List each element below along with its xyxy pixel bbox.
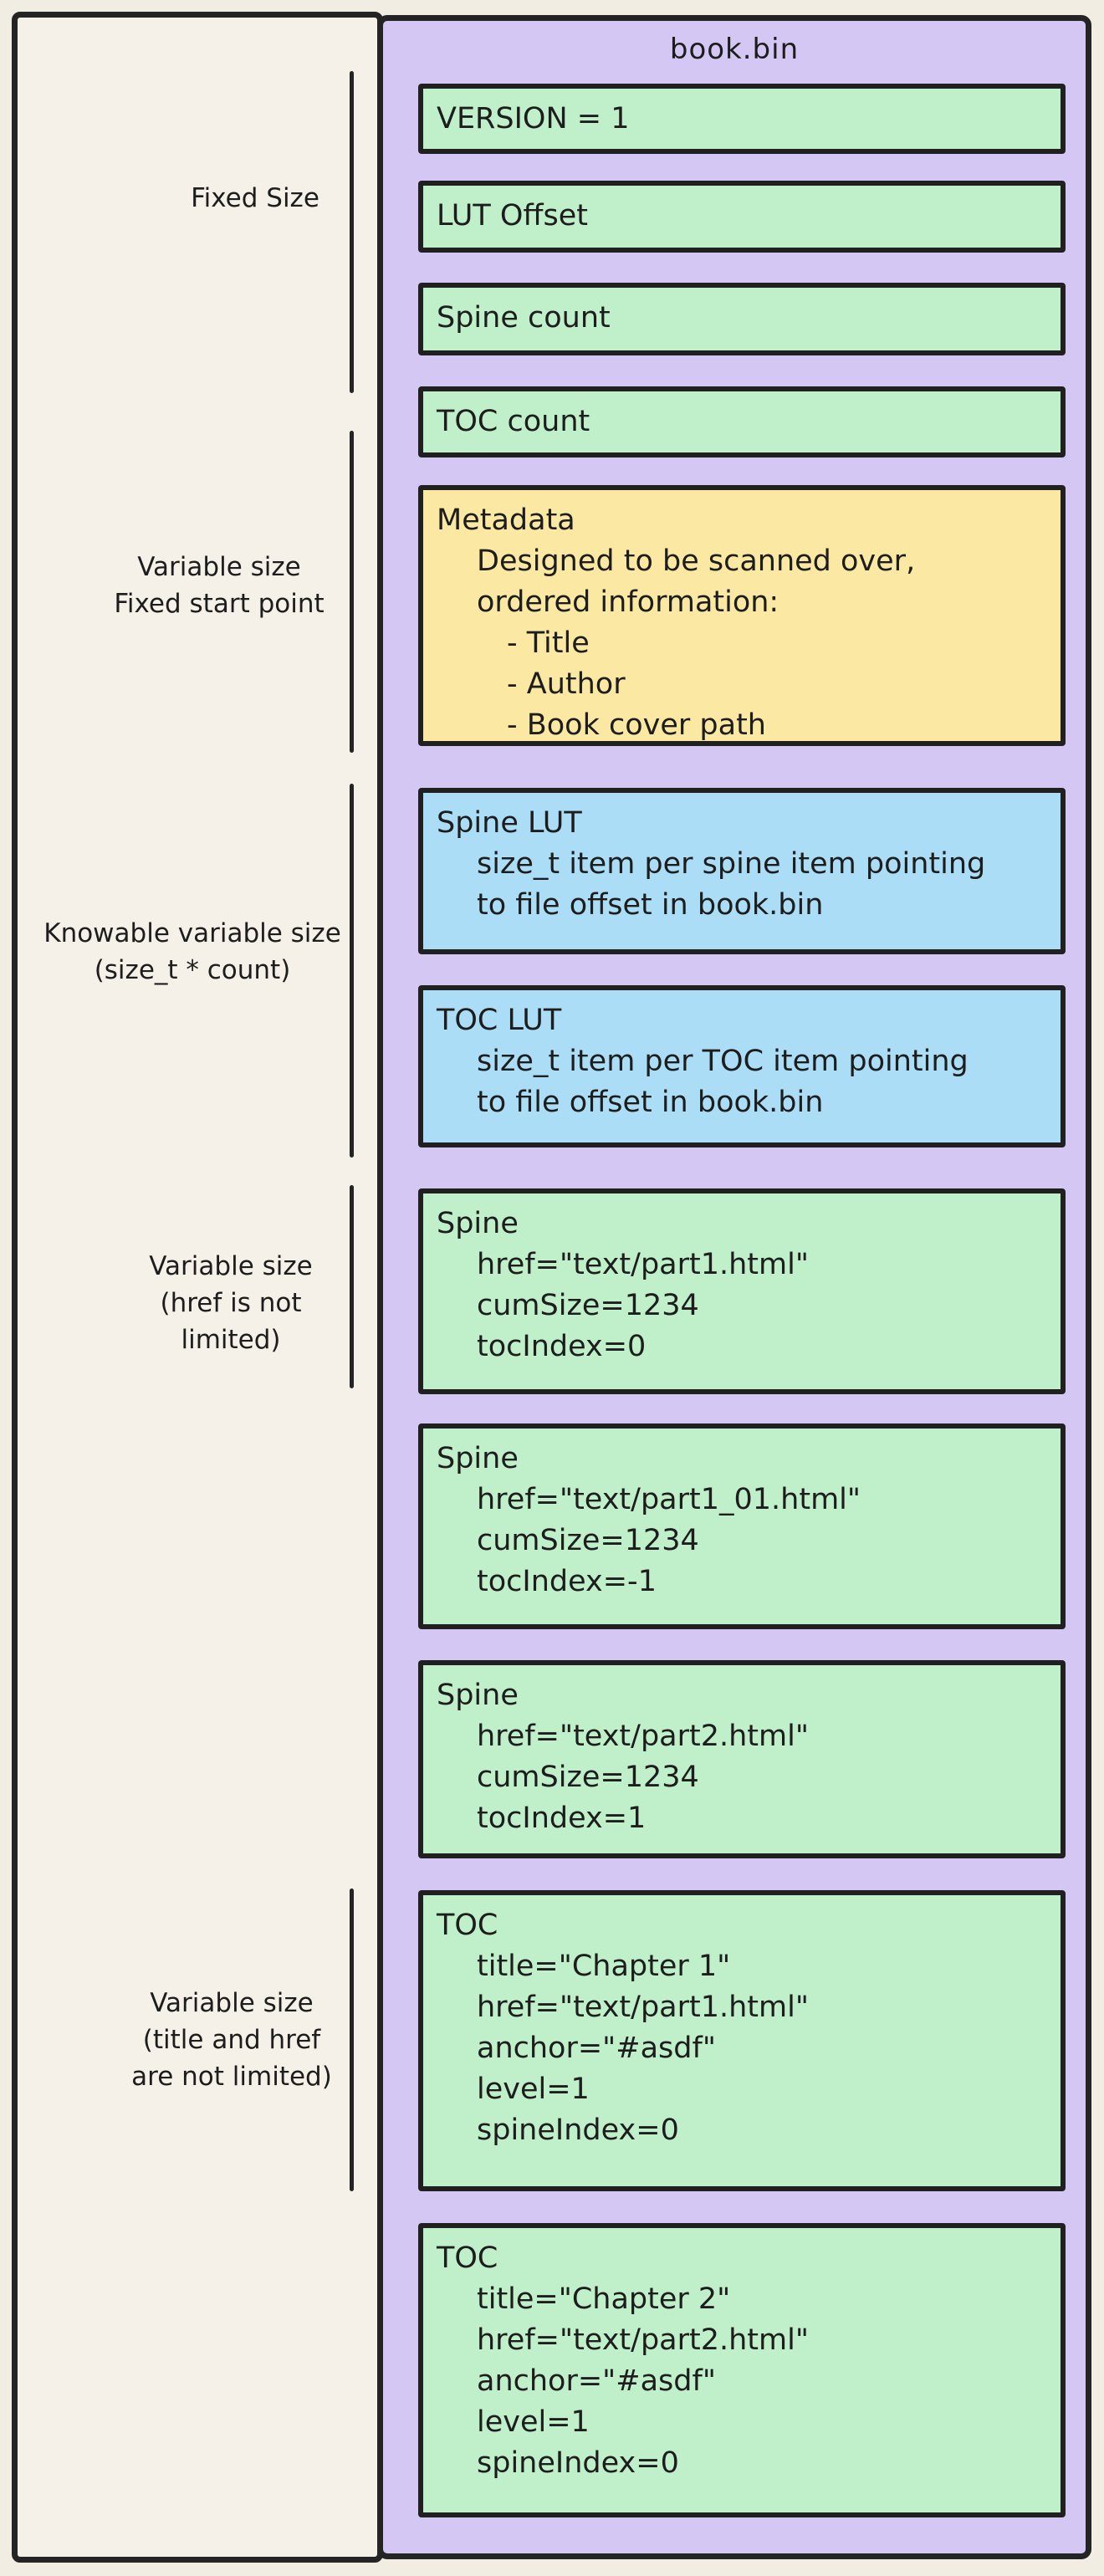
file-title: book.bin	[669, 33, 800, 66]
field-text-line: Spine	[437, 1442, 519, 1475]
spine-count-field-box: Spine count	[418, 283, 1066, 355]
section-label-line: Variable size	[149, 1251, 313, 1281]
field-text-line: ordered information:	[477, 585, 779, 619]
spine-record-3-box: Spine href="text/part2.html" cumSize=1234 t…	[418, 1660, 1066, 1858]
field-text-line: size_t item per TOC item pointing	[477, 1045, 969, 1078]
field-text-line: Designed to be scanned over,	[477, 544, 916, 578]
section-label-line: Fixed start point	[114, 589, 325, 619]
field-text-line: TOC	[437, 2241, 498, 2275]
field-text-line: tocIndex=0	[477, 1330, 647, 1363]
spine-record-2-box: Spine href="text/part1_01.html" cumSize=12…	[418, 1423, 1066, 1629]
field-text-line: size_t item per spine item pointing	[477, 847, 986, 881]
section-label-knowable-variable-size: Knowable variable size (size_t * count)	[43, 915, 341, 989]
toc-lut-field-box: TOC LUT size_t item per TOC item pointing…	[418, 985, 1066, 1147]
toc-count-field-box: TOC count	[418, 386, 1066, 457]
section-label-variable-size-href: Variable size (href is not limited)	[149, 1248, 312, 1358]
size-annotation-panel	[12, 12, 383, 2563]
field-text-line: title="Chapter 2"	[477, 2282, 731, 2316]
section-label-line: Fixed Size	[191, 183, 319, 213]
section-bracket-variable-size-href	[350, 1185, 354, 1388]
field-text-line: VERSION = 1	[437, 102, 630, 135]
section-label-line: Variable size	[137, 552, 301, 582]
field-text-line: cumSize=1234	[477, 1524, 699, 1557]
spine-lut-field-box: Spine LUT size_t item per spine item poin…	[418, 788, 1066, 954]
section-bracket-variable-size-title-href	[350, 1889, 354, 2191]
lut-offset-field-box: LUT Offset	[418, 181, 1066, 253]
field-text-line: href="text/part1.html"	[477, 1991, 809, 2024]
section-bracket-knowable-variable-size	[350, 784, 354, 1158]
field-text-line: href="text/part1.html"	[477, 1248, 809, 1281]
field-text-line: TOC LUT	[437, 1004, 562, 1037]
field-text-line: Metadata	[437, 503, 575, 537]
field-text-line: anchor="#asdf"	[477, 2032, 716, 2065]
section-label-fixed-size: Fixed Size	[191, 180, 319, 217]
field-text-line: - Book cover path	[507, 708, 766, 742]
field-text-line: href="text/part2.html"	[477, 2323, 809, 2357]
section-bracket-fixed-size	[350, 71, 354, 393]
field-text-line: spineIndex=0	[477, 2446, 679, 2480]
field-text-line: to file offset in book.bin	[477, 1086, 824, 1119]
field-text-line: - Title	[507, 626, 590, 660]
section-label-line: limited)	[181, 1325, 281, 1355]
field-text-line: title="Chapter 1"	[477, 1950, 731, 1983]
field-text-line: Spine count	[437, 301, 611, 335]
field-text-line: - Author	[507, 667, 626, 701]
field-text-line: Spine	[437, 1207, 519, 1240]
field-text-line: LUT Offset	[437, 199, 589, 233]
field-text-line: TOC count	[437, 405, 590, 438]
field-text-line: level=1	[477, 2073, 590, 2106]
field-text-line: cumSize=1234	[477, 1289, 699, 1322]
spine-record-1-box: Spine href="text/part1.html" cumSize=1234 t…	[418, 1188, 1066, 1394]
section-label-line: (size_t * count)	[94, 955, 291, 985]
toc-record-1-box: TOC title="Chapter 1" href="text/part1.htm…	[418, 1890, 1066, 2191]
section-label-line: (title and href	[142, 2025, 321, 2055]
field-text-line: href="text/part1_01.html"	[477, 1483, 861, 1516]
section-label-variable-size-title-href: Variable size (title and href are not limi…	[131, 1985, 332, 2095]
version-field-box: VERSION = 1	[418, 84, 1066, 154]
field-text-line: tocIndex=1	[477, 1802, 647, 1835]
field-text-line: spineIndex=0	[477, 2113, 679, 2147]
field-text-line: anchor="#asdf"	[477, 2364, 716, 2398]
section-label-line: are not limited)	[131, 2062, 332, 2092]
section-label-line: (href is not	[160, 1288, 302, 1318]
field-text-line: Spine LUT	[437, 806, 582, 840]
section-label-line: Variable size	[150, 1988, 314, 2018]
field-text-line: TOC	[437, 1909, 498, 1942]
field-text-line: Spine	[437, 1679, 519, 1712]
field-text-line: to file offset in book.bin	[477, 888, 824, 922]
field-text-line: cumSize=1234	[477, 1761, 699, 1794]
field-text-line: level=1	[477, 2405, 590, 2439]
toc-record-2-box: TOC title="Chapter 2" href="text/part2.htm…	[418, 2223, 1066, 2517]
field-text-line: href="text/part2.html"	[477, 1720, 809, 1753]
section-label-line: Knowable variable size	[43, 918, 341, 948]
field-text-line: tocIndex=-1	[477, 1565, 657, 1598]
section-bracket-variable-size-fixed-start	[350, 431, 354, 753]
